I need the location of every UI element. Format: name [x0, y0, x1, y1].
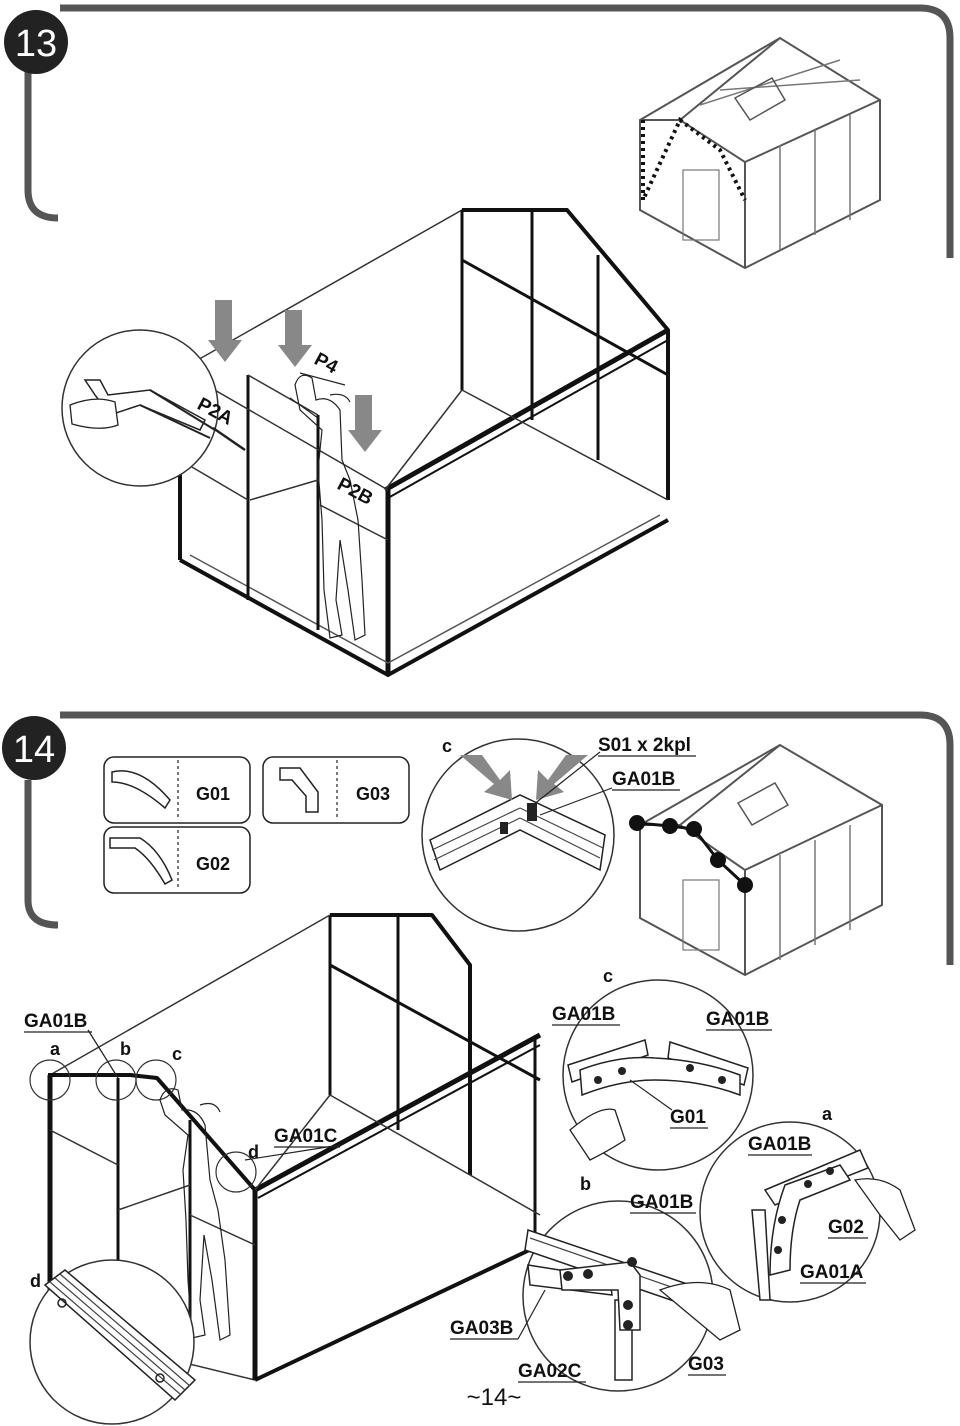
detail-d-circle	[29, 1259, 197, 1425]
part-code: G02	[196, 854, 230, 874]
label-p4: P4	[311, 349, 342, 379]
arrow-icons-13	[208, 300, 382, 452]
detail-b-letter: b	[580, 1174, 591, 1194]
detail-b-circle	[522, 1200, 741, 1392]
panel-border	[60, 711, 954, 965]
greenhouse-frame-14	[29, 913, 542, 1382]
greenhouse-thumbnail	[639, 36, 881, 270]
bracket-g03-icon	[279, 767, 319, 813]
main-part-side: GA01C	[274, 1126, 338, 1147]
detail-b-left: GA03B	[450, 1318, 513, 1339]
part-box-g01: G01	[103, 756, 251, 824]
bracket-g02-icon	[769, 1164, 852, 1276]
caulk-gun-detail	[61, 329, 246, 487]
detail-c-left: GA01B	[552, 1004, 615, 1025]
step14-number: 14	[13, 729, 55, 771]
part-code: G03	[356, 784, 390, 804]
greenhouse-frame-13	[178, 208, 670, 678]
detail-a-circle	[699, 1121, 916, 1303]
step13-badge	[4, 10, 68, 74]
part-box-g02: G02	[103, 826, 251, 894]
main-letter-b: b	[120, 1039, 131, 1059]
step13-number: 13	[15, 23, 57, 65]
detail-c-top-part: GA01B	[612, 769, 675, 790]
part-code: G01	[196, 784, 230, 804]
detail-a-letter: a	[822, 1104, 833, 1124]
detail-c-right: GA01B	[706, 1009, 769, 1030]
part-box-g03: G03	[262, 756, 410, 824]
bracket-g02-icon	[109, 837, 173, 886]
detail-a-bracket: G02	[828, 1217, 864, 1238]
detail-d-letter: d	[30, 1271, 41, 1291]
screw-label: S01 x 2kpl	[598, 735, 691, 756]
person-figure-13	[289, 374, 366, 641]
detail-b-bracket: G03	[688, 1354, 724, 1375]
step14-badge	[2, 716, 66, 780]
step13-panel: 13	[4, 4, 954, 678]
main-letter-c: c	[172, 1044, 182, 1064]
greenhouse-thumbnail-14	[629, 743, 883, 977]
detail-c-top-letter: c	[442, 736, 452, 756]
detail-c-circle	[562, 979, 754, 1171]
bracket-g01-icon	[111, 770, 171, 810]
main-part-top: GA01B	[24, 1011, 87, 1032]
step14-panel: 14 G01 G02 G03	[2, 711, 954, 1425]
detail-c-top	[421, 738, 615, 932]
detail-c-bracket: G01	[670, 1107, 706, 1128]
main-letter-d: d	[248, 1142, 259, 1162]
page-number: ~14~	[467, 1384, 522, 1411]
panel-border-left	[24, 70, 59, 222]
detail-a-bottom: GA01A	[800, 1262, 864, 1283]
detail-b-bottom: GA02C	[518, 1361, 582, 1382]
detail-c-letter: c	[603, 966, 613, 986]
detail-a-top: GA01B	[748, 1134, 811, 1155]
detail-b-top: GA01B	[630, 1192, 693, 1213]
panel-border-left	[24, 780, 59, 929]
panel-border	[60, 4, 954, 258]
main-letter-a: a	[50, 1039, 61, 1059]
